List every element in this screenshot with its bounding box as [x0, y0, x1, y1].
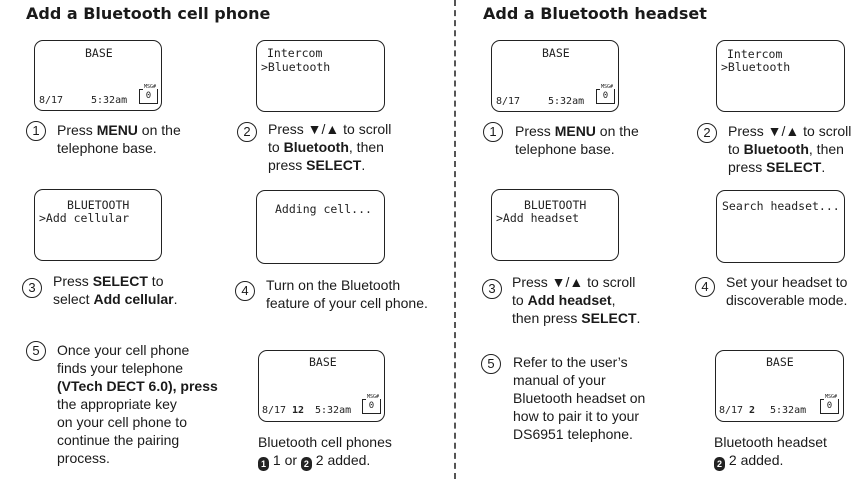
step-5-text: Once your cell phone finds your telephon…	[57, 342, 218, 466]
msg-tag: MSG#	[600, 84, 615, 90]
lcd-date: 8/17	[496, 96, 521, 107]
lcd-bluetooth-menu-screen: BLUETOOTH >Add headset	[491, 189, 619, 261]
lcd-adding-screen: Adding cell...	[256, 190, 385, 264]
lcd-base-screen: BASE 8/17 5:32am MSG# 0	[34, 40, 162, 111]
step-number: 4	[695, 277, 715, 297]
lcd-time: 5:32am	[548, 96, 585, 107]
step-number: 4	[235, 281, 255, 301]
msg-tag: MSG#	[366, 394, 381, 400]
step-number: 2	[237, 122, 257, 142]
lcd-time: 5:32am	[315, 405, 352, 416]
lcd-line-2: >Bluetooth	[721, 60, 791, 74]
lcd-intercom-screen: Intercom >Bluetooth	[256, 40, 385, 112]
left-caption: Bluetooth cell phones 1 1 or 2 2 added.	[258, 434, 392, 471]
step-2-text: Press ▼/▲ to scroll to Bluetooth, then p…	[268, 121, 392, 173]
column-divider	[454, 0, 456, 479]
lcd-line-1: Intercom	[727, 47, 783, 61]
lcd-title: BASE	[309, 355, 337, 369]
lcd-date: 8/17	[39, 95, 64, 106]
msg-count: 0	[826, 401, 833, 411]
msg-tag: MSG#	[143, 84, 158, 90]
step-number: 1	[483, 122, 503, 142]
step-number: 5	[481, 354, 501, 374]
lcd-time: 5:32am	[770, 405, 807, 416]
lcd-line-2: >Add headset	[496, 211, 580, 225]
message-counter: MSG# 0	[139, 84, 158, 104]
step-4-text: Set your headset to discoverable mode.	[726, 274, 848, 308]
lcd-line-1: BLUETOOTH	[524, 198, 587, 212]
step-1-text: Press MENU on the telephone base.	[515, 123, 639, 157]
step-3-text: Press ▼/▲ to scroll to Add headset, then…	[512, 274, 641, 326]
step-number: 5	[26, 341, 46, 361]
msg-count: 0	[602, 91, 609, 101]
lcd-line-1: Intercom	[267, 46, 323, 60]
step-5-text: Refer to the user’s manual of your Bluet…	[513, 354, 646, 442]
lcd-line-2: >Bluetooth	[261, 60, 331, 74]
lcd-final-screen: BASE 8/17 2 5:32am MSG# 0	[715, 350, 844, 422]
step-number: 3	[482, 279, 502, 299]
lcd-title: BASE	[766, 355, 794, 369]
lcd-line-1: Search headset...	[722, 199, 840, 213]
lcd-base-screen: BASE 8/17 5:32am MSG# 0	[491, 40, 619, 112]
lcd-date: 8/17	[719, 405, 744, 416]
message-counter: MSG# 0	[596, 84, 615, 104]
step-number: 3	[22, 278, 42, 298]
lcd-title: BASE	[85, 46, 113, 60]
lcd-search-screen: Search headset...	[716, 190, 845, 263]
lcd-bluetooth-menu-screen: BLUETOOTH >Add cellular	[34, 189, 162, 261]
bluetooth-icon: 2	[714, 457, 725, 471]
lcd-date: 8/17	[262, 405, 287, 416]
left-heading: Add a Bluetooth cell phone	[26, 4, 271, 23]
lcd-time: 5:32am	[91, 95, 128, 106]
step-number: 1	[26, 121, 46, 141]
step-1-text: Press MENU on the telephone base.	[57, 122, 181, 156]
lcd-final-screen: BASE 8/17 12 5:32am MSG# 0	[258, 350, 385, 422]
right-caption: Bluetooth headset 2 2 added.	[714, 434, 827, 471]
step-2-text: Press ▼/▲ to scroll to Bluetooth, then p…	[728, 123, 852, 175]
lcd-line-2: >Add cellular	[39, 211, 130, 225]
lcd-title: BASE	[542, 46, 570, 60]
message-counter: MSG# 0	[362, 394, 381, 414]
bluetooth-indicator: 2	[749, 405, 756, 416]
lcd-intercom-screen: Intercom >Bluetooth	[716, 40, 845, 112]
step-number: 2	[697, 123, 717, 143]
message-counter: MSG# 0	[820, 394, 839, 414]
step-4-text: Turn on the Bluetooth feature of your ce…	[266, 277, 428, 311]
bluetooth-indicator: 12	[292, 405, 305, 416]
bluetooth-icon: 2	[300, 457, 312, 471]
msg-tag: MSG#	[824, 394, 839, 400]
msg-count: 0	[368, 401, 375, 411]
lcd-line-1: BLUETOOTH	[67, 198, 130, 212]
step-3-text: Press SELECT to select Add cellular.	[53, 273, 178, 307]
bluetooth-icon: 1	[258, 457, 269, 471]
msg-count: 0	[145, 91, 152, 101]
right-heading: Add a Bluetooth headset	[483, 4, 707, 23]
lcd-line-1: Adding cell...	[275, 202, 372, 216]
